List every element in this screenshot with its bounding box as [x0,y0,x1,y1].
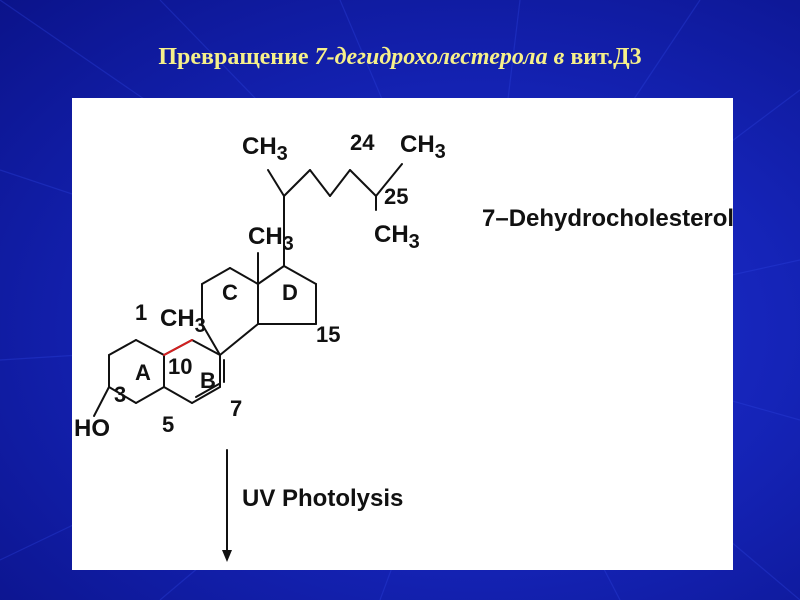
bond-line [108,339,137,356]
label-ring-a: A [135,360,151,385]
bond-line [229,267,259,285]
bond-line [201,267,231,285]
label-ch3-side: CH3 [242,133,288,165]
bond-c19 [163,339,193,356]
label-n7: 7 [230,396,242,421]
reaction-arrow-head [222,550,232,562]
label-ch3-branch: CH3 [374,221,420,253]
bond-line [163,386,193,404]
bond-line [191,339,221,356]
label-ch3-c19: CH3 [160,305,206,337]
label-ring-c: C [222,280,238,305]
bond-line [283,169,311,197]
title-part2: 7-дегидрохолестерола в [314,44,571,70]
label-n24: 24 [350,130,375,155]
label-n25: 25 [384,184,408,209]
bond-line [329,169,351,197]
bond-line [309,169,331,197]
bond-line [201,323,221,356]
bond-line [349,169,377,197]
bond-line [257,265,285,285]
label-ring-b: B [200,368,216,393]
title-part1: Превращение [158,44,315,70]
slide-title: Превращение 7-дегидрохолестерола в вит.Д… [0,44,800,71]
label-n10: 10 [168,354,192,379]
label-n3: 3 [114,382,126,407]
bond-line [375,163,403,197]
double-bond-5-6 [195,383,220,398]
label-n15: 15 [316,322,340,347]
bond-line [283,265,317,285]
label-ho: HO [74,415,110,442]
bond-line [108,386,137,404]
label-ch3-end: CH3 [400,131,446,163]
bond-line [135,339,165,356]
label-ring-d: D [282,280,298,305]
title-part3: вит.Д3 [570,44,642,70]
compound-name: 7–Dehydrocholesterol [482,205,733,232]
bond-line [219,323,259,356]
bond-line [267,169,285,197]
label-n5: 5 [162,412,174,437]
bond-ho [93,386,110,417]
arrow-label: UV Photolysis [242,485,403,512]
label-n1: 1 [135,300,147,325]
bond-line [135,386,165,404]
label-ch3-c18: CH3 [248,223,294,255]
bond-line [191,386,221,404]
